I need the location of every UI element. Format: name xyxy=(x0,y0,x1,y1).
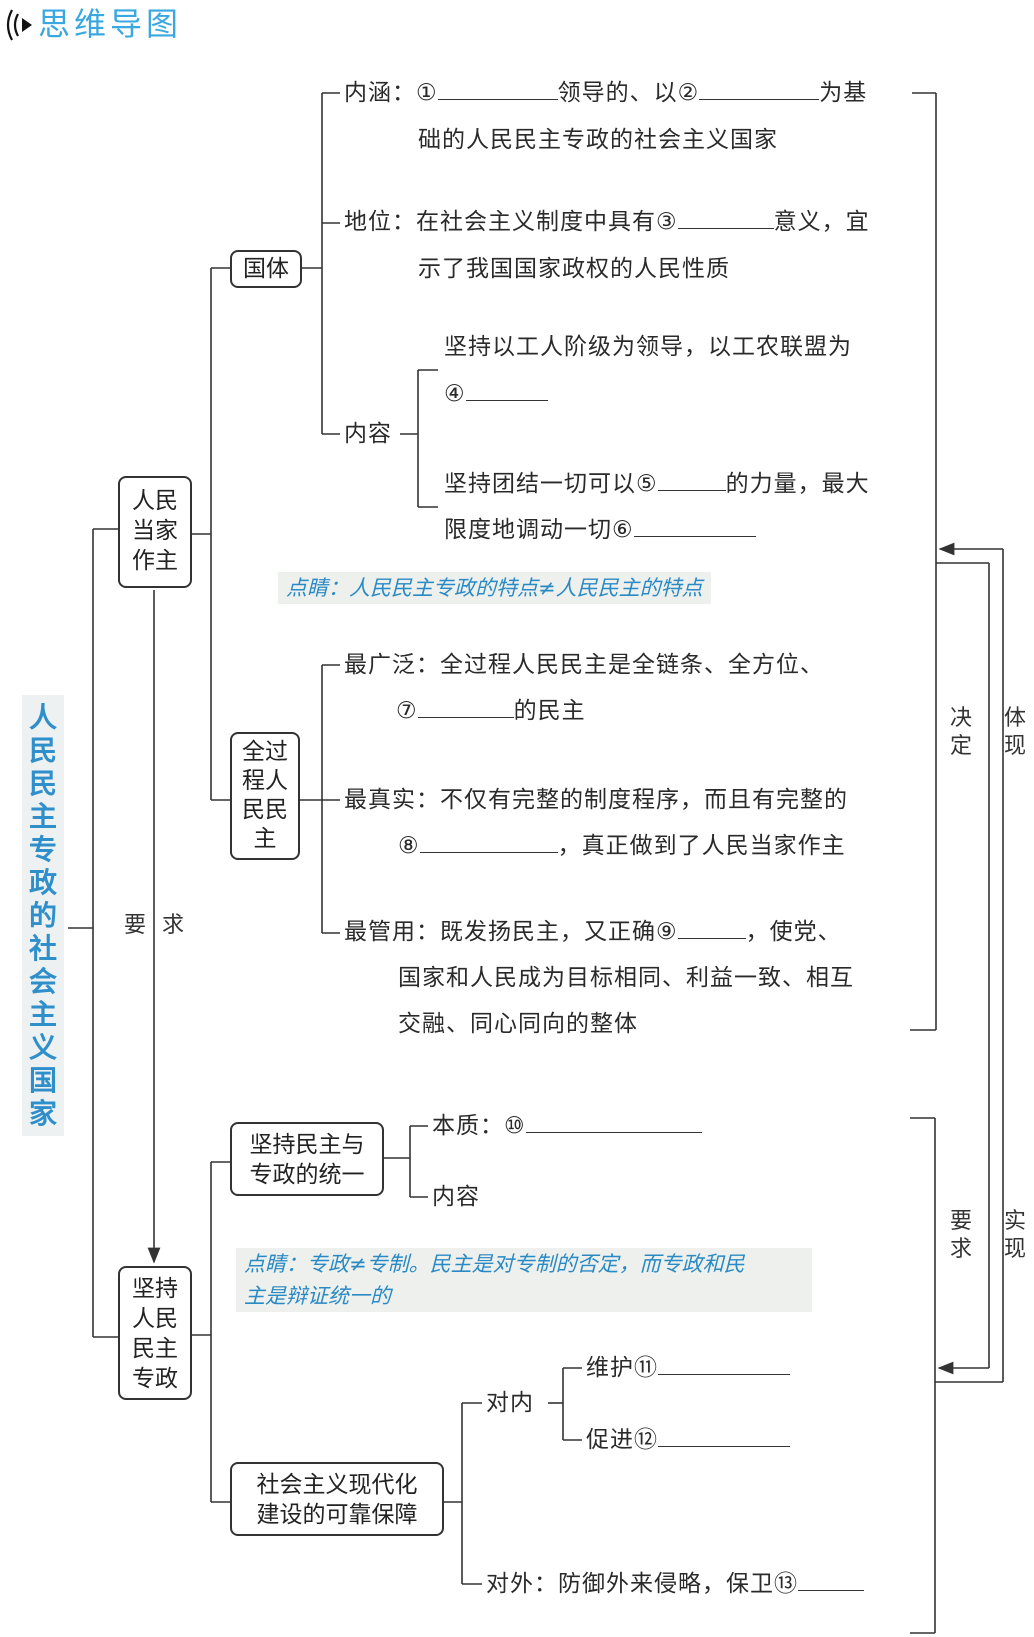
node-jianchi-renmin-minzhu-zhuanzheng[interactable]: 坚持 人民 民主 专政 xyxy=(118,1266,192,1400)
node-line: 专政 xyxy=(132,1366,178,1392)
neirong-item1-line2: ④ xyxy=(444,380,548,408)
node-line: 民主 xyxy=(132,1336,178,1362)
tongyi-neirong: 内容 xyxy=(432,1184,480,1210)
zuiguangfan-line1: 最广泛：全过程人民民主是全链条、全方位、 xyxy=(344,652,824,678)
node-line: 全过 xyxy=(242,739,288,765)
node-guoti[interactable]: 国体 xyxy=(230,250,302,288)
blank-2[interactable] xyxy=(699,79,820,100)
blank-7[interactable] xyxy=(417,697,514,718)
blank-6[interactable] xyxy=(633,516,756,537)
node-line: 建设的可靠保障 xyxy=(256,1502,418,1528)
page-title: 思维导图 xyxy=(38,5,183,43)
blank-5[interactable] xyxy=(657,470,726,491)
node-line: 当家 xyxy=(132,518,178,544)
node-line: 主 xyxy=(253,826,277,852)
neirong-label: 内容 xyxy=(344,421,392,447)
node-renmin-dangjia-zuozhu[interactable]: 人民 当家 作主 xyxy=(118,476,192,588)
blank-10[interactable] xyxy=(525,1112,702,1133)
blank-3[interactable] xyxy=(677,208,774,229)
node-line: 坚持民主与 xyxy=(249,1132,365,1158)
neirong-item2-line2: 限度地调动一切⑥ xyxy=(444,516,756,544)
zuiguanyong-line1: 最管用：既发扬民主，又正确⑨，使党、 xyxy=(344,918,842,945)
link-label-yao: 要 xyxy=(123,913,146,938)
node-line: 坚持 xyxy=(132,1276,178,1302)
blank-1[interactable] xyxy=(437,79,558,100)
zuizhenshi-line2: ⑧，真正做到了人民当家作主 xyxy=(398,832,846,859)
node-kekao-baozhang[interactable]: 社会主义现代化 建设的可靠保障 xyxy=(230,1462,444,1536)
blank-11[interactable] xyxy=(658,1354,790,1375)
relation-label-shixian: 实现 xyxy=(1003,1209,1026,1262)
speaker-wave-icon xyxy=(2,6,36,44)
node-line: 专政的统一 xyxy=(249,1162,365,1188)
neirong-item1-line1: 坚持以工人阶级为领导，以工农联盟为 xyxy=(444,334,852,360)
blank-12[interactable] xyxy=(658,1426,790,1447)
zuiguanyong-line2: 国家和人民成为目标相同、利益一致、相互 xyxy=(398,965,854,991)
blank-4[interactable] xyxy=(465,380,548,401)
relation-label-tixian: 体现 xyxy=(1003,706,1026,759)
node-line: 程人 xyxy=(242,768,288,794)
node-line: 民民 xyxy=(242,797,288,823)
node-line: 人民 xyxy=(132,1306,178,1332)
blank-9[interactable] xyxy=(677,918,746,939)
zuiguanyong-line3: 交融、同心同向的整体 xyxy=(398,1011,638,1037)
blank-13[interactable] xyxy=(798,1570,864,1591)
node-quanguocheng-renmin-minzhu[interactable]: 全过 程人 民民 主 xyxy=(230,732,300,860)
diwei-line2: 示了我国国家政权的人民性质 xyxy=(418,256,730,282)
node-line: 人民 xyxy=(132,488,178,514)
tip-note-2: 点睛：专政≠专制。民主是对专制的否定，而专政和民 主是辩证统一的 xyxy=(236,1248,812,1312)
node-guoti-label: 国体 xyxy=(243,256,289,282)
benzhi-line: 本质：⑩ xyxy=(432,1112,702,1140)
node-line: 作主 xyxy=(132,548,178,574)
neihan-line2: 础的人民民主专政的社会主义国家 xyxy=(418,127,778,153)
root-title: 人民民主专政的社会主义国家 xyxy=(22,695,64,1136)
zuizhenshi-line1: 最真实：不仅有完整的制度程序，而且有完整的 xyxy=(344,787,848,813)
duinei-item2: 促进⑫ xyxy=(586,1426,790,1454)
blank-8[interactable] xyxy=(419,832,558,853)
link-label-qiu: 求 xyxy=(161,913,184,938)
duiwai-line: 对外：防御外来侵略，保卫⑬ xyxy=(486,1570,864,1598)
tip-note-1: 点睛：人民民主专政的特点≠人民民主的特点 xyxy=(278,572,711,604)
duinei-item1: 维护⑪ xyxy=(586,1354,790,1382)
relation-label-juedin: 决定 xyxy=(949,706,972,759)
duinei-label: 对内 xyxy=(486,1390,534,1416)
node-line: 社会主义现代化 xyxy=(256,1472,418,1498)
node-minzhu-zhuanzheng-tongyi[interactable]: 坚持民主与 专政的统一 xyxy=(230,1122,384,1196)
root-title-text: 人民民主专政的社会主义国家 xyxy=(28,701,57,1130)
relation-label-yaoqiu: 要求 xyxy=(949,1209,972,1262)
